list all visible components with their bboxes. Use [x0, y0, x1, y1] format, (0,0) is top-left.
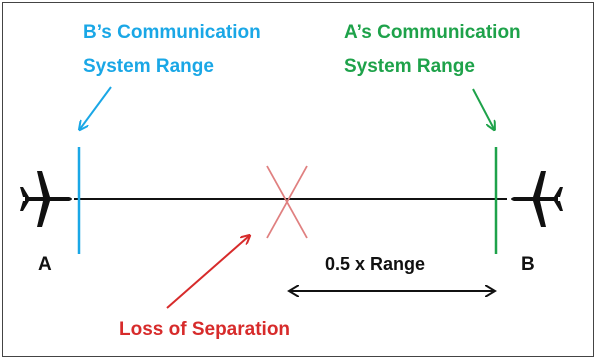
- a-range-label-line-2: System Range: [344, 56, 475, 77]
- airplane-icon: [20, 171, 72, 227]
- a-range-label-line-1: A’s Communication: [344, 22, 521, 43]
- aircraft-b-label: B: [521, 254, 535, 275]
- loss-of-separation-label: Loss of Separation: [119, 319, 290, 340]
- b-range-label-line-2: System Range: [83, 56, 214, 77]
- a-range-label: A’s Communication System Range: [344, 22, 526, 77]
- half-range-label: 0.5 x Range: [325, 254, 425, 274]
- b-range-label-line-1: B’s Communication: [83, 22, 261, 43]
- aircraft-a-label: A: [38, 254, 52, 275]
- b-range-label: B’s Communication System Range: [83, 22, 266, 77]
- loss-pointer-arrow: [166, 236, 249, 309]
- a-range-pointer-arrow: [472, 88, 494, 129]
- x-mark-icon: [266, 165, 308, 239]
- airplane-icon: [511, 171, 563, 227]
- b-range-pointer-arrow: [80, 86, 112, 129]
